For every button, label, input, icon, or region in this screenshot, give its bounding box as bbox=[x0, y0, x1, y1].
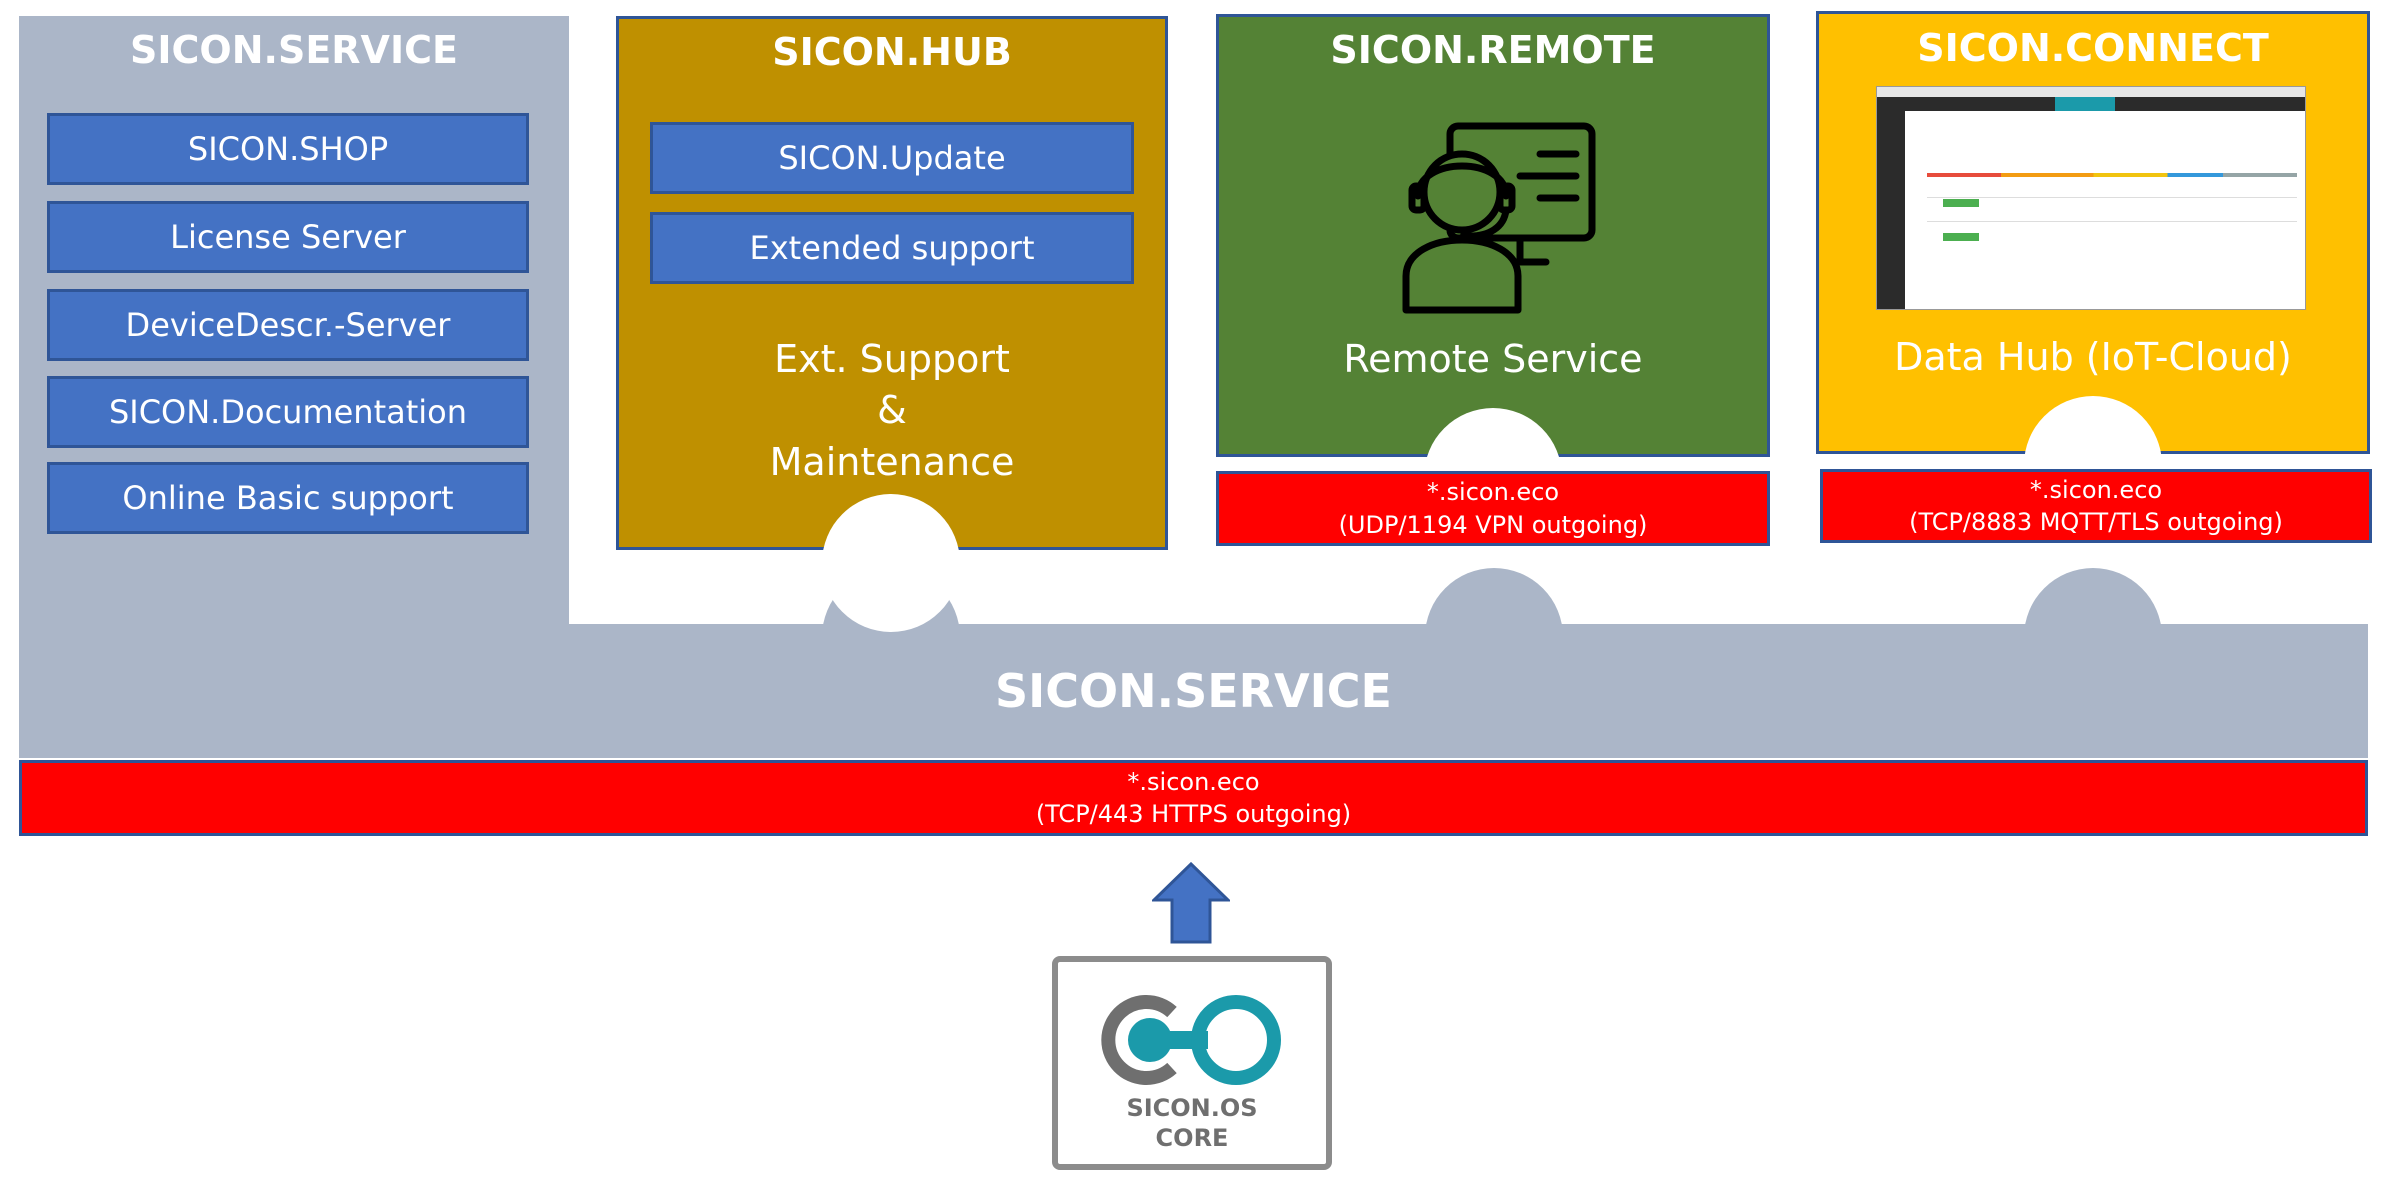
dashboard-screenshot bbox=[1876, 86, 2306, 310]
service-item-shop: SICON.SHOP bbox=[47, 113, 529, 185]
connector-bump-connect bbox=[2024, 568, 2162, 706]
sicon-os-logo-line-1: SICON.OS bbox=[1126, 1094, 1258, 1122]
connector-bump-remote bbox=[1425, 568, 1563, 706]
remote-caption: Remote Service bbox=[1343, 337, 1643, 381]
connect-caption: Data Hub (IoT-Cloud) bbox=[1894, 335, 2292, 379]
sicon-os-core-box: SICON.OS CORE bbox=[1052, 956, 1332, 1170]
connect-port-host: *.sicon.eco bbox=[2029, 475, 2163, 504]
sicon-os-logo-line-2: CORE bbox=[1155, 1124, 1229, 1152]
connect-port-protocol: (TCP/8883 MQTT/TLS outgoing) bbox=[1909, 508, 2283, 536]
base-port-host: *.sicon.eco bbox=[1127, 767, 1260, 796]
hub-caption-line-1: Ext. Support bbox=[774, 337, 1010, 381]
service-item-devicedescr-server: DeviceDescr.-Server bbox=[47, 289, 529, 361]
remote-port-protocol: (UDP/1194 VPN outgoing) bbox=[1338, 510, 1648, 539]
remote-port-host: *.sicon.eco bbox=[1426, 478, 1560, 507]
remote-support-agent-icon bbox=[1402, 122, 1596, 314]
connect-port-label: *.sicon.eco (TCP/8883 MQTT/TLS outgoing) bbox=[1820, 469, 2372, 543]
service-panel-title: SICON.SERVICE bbox=[130, 28, 458, 72]
base-band bbox=[19, 624, 2368, 758]
service-item-license-server: License Server bbox=[47, 201, 529, 273]
hub-caption-line-2: & bbox=[877, 388, 907, 433]
hub-caption: Ext. Support & Maintenance bbox=[616, 334, 1168, 488]
base-port-protocol: (TCP/443 HTTPS outgoing) bbox=[1035, 800, 1352, 828]
remote-panel-title: SICON.REMOTE bbox=[1330, 28, 1656, 72]
service-item-documentation: SICON.Documentation bbox=[47, 376, 529, 448]
hub-panel-title: SICON.HUB bbox=[772, 30, 1012, 74]
base-title: SICON.SERVICE bbox=[995, 664, 1392, 718]
hub-caption-line-3: Maintenance bbox=[769, 439, 1015, 484]
hub-socket bbox=[822, 494, 960, 632]
hub-item-extended-support: Extended support bbox=[650, 212, 1134, 284]
sicon-os-logo-icon bbox=[1101, 995, 1281, 1085]
hub-item-update: SICON.Update bbox=[650, 122, 1134, 194]
base-port-label: *.sicon.eco (TCP/443 HTTPS outgoing) bbox=[19, 760, 2368, 836]
connect-panel-title: SICON.CONNECT bbox=[1917, 26, 2269, 70]
service-item-online-basic-support: Online Basic support bbox=[47, 462, 529, 534]
remote-port-label: *.sicon.eco (UDP/1194 VPN outgoing) bbox=[1216, 471, 1770, 546]
up-arrow-icon bbox=[1152, 862, 1230, 944]
